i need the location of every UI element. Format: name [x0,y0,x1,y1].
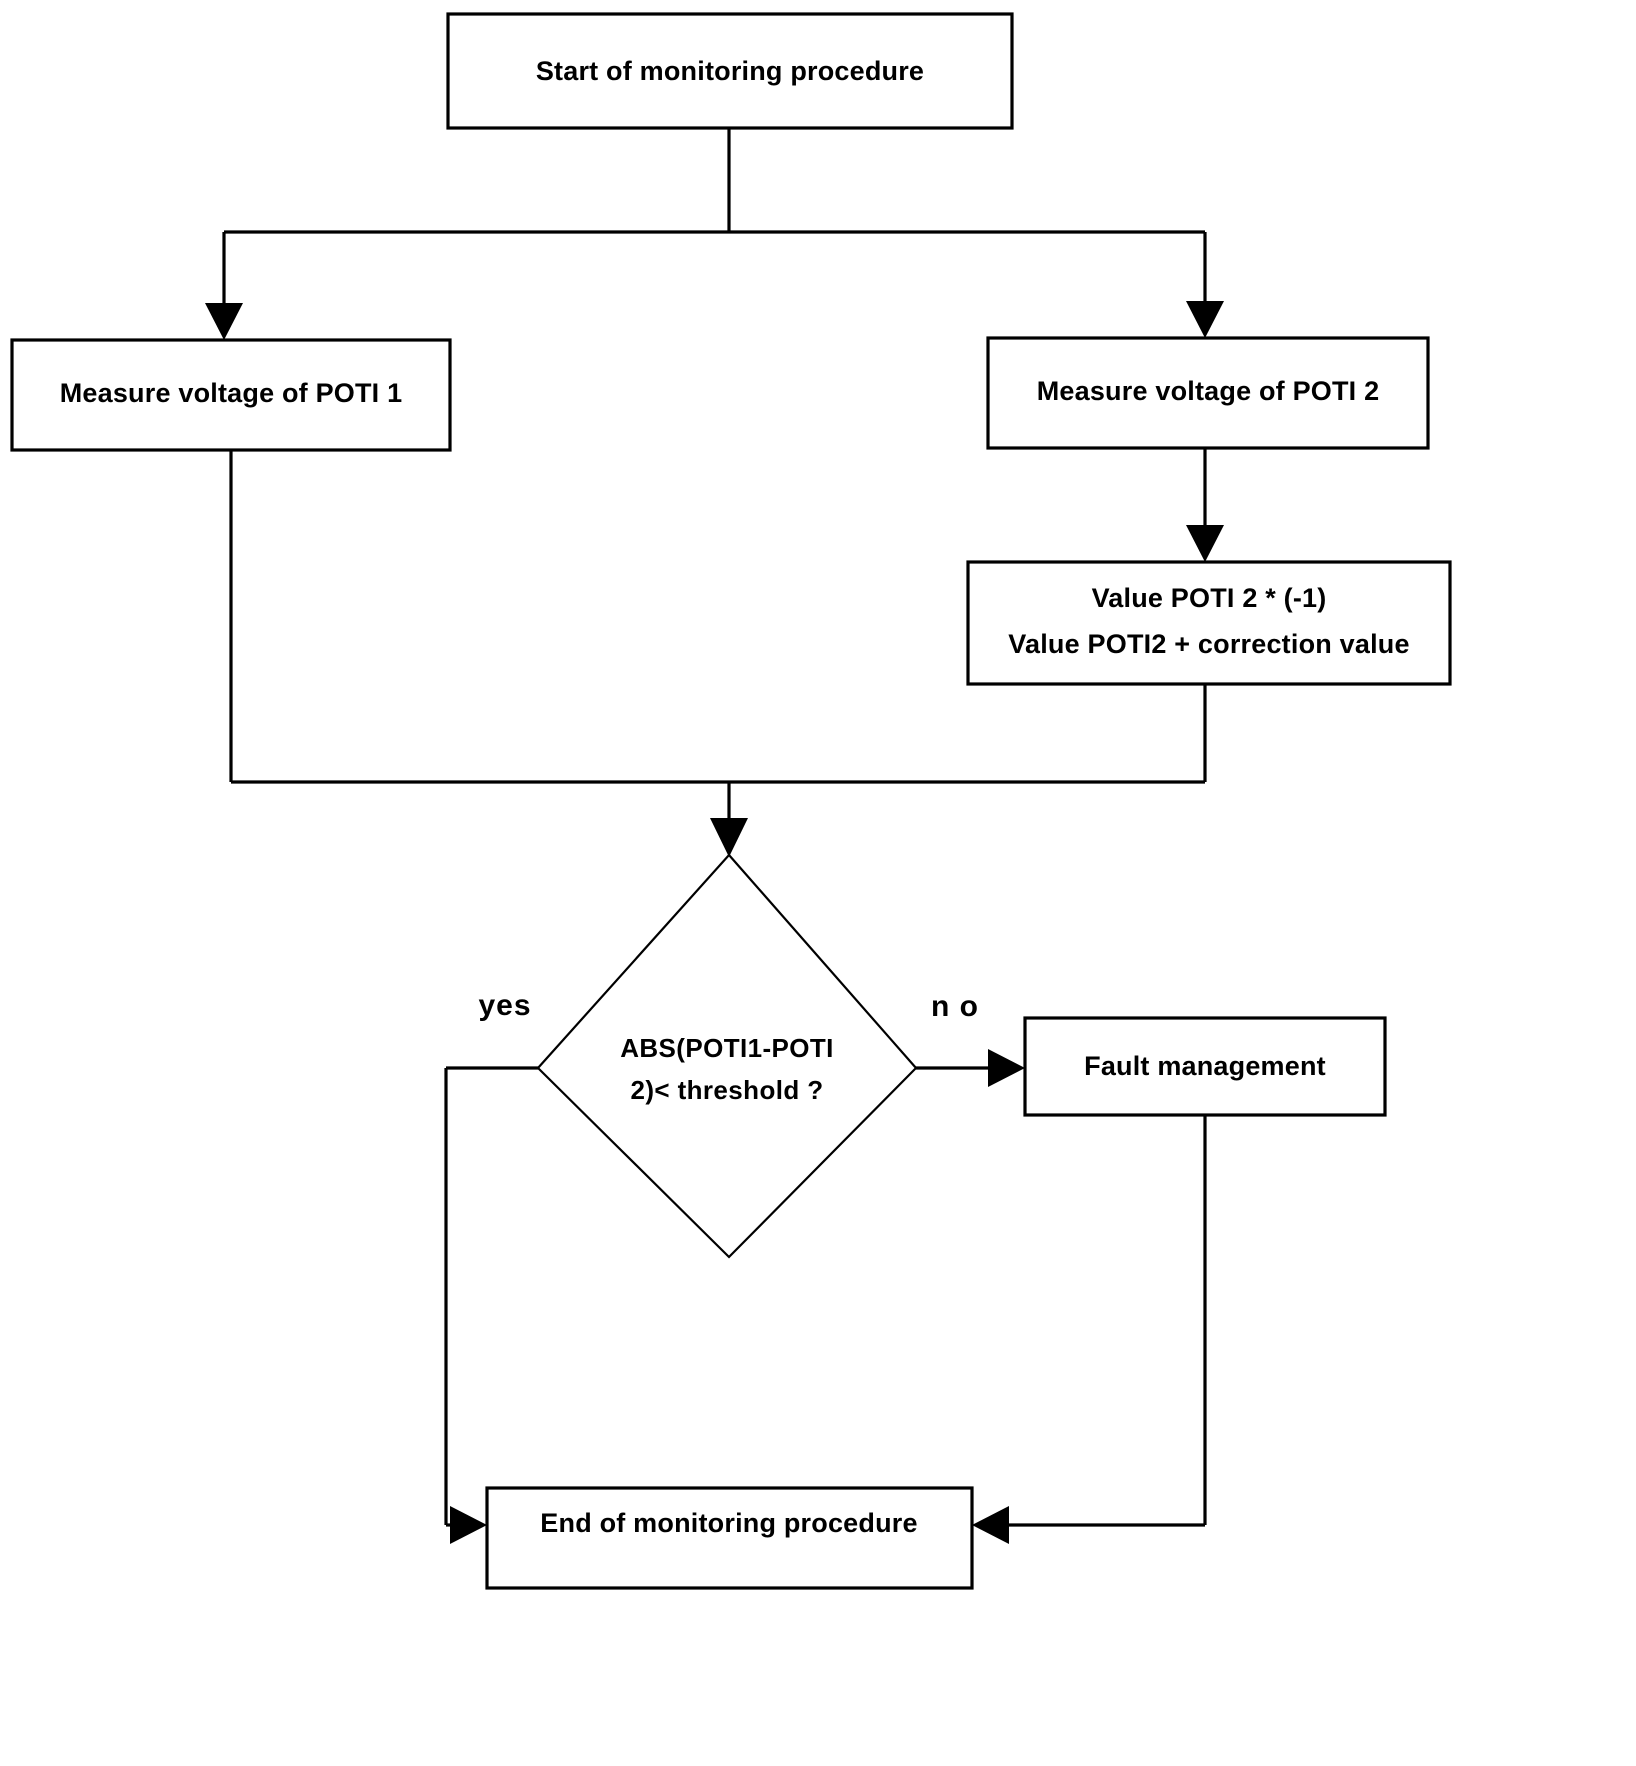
node-fault-management-label: Fault management [1084,1051,1326,1081]
node-start-label: Start of monitoring procedure [536,56,924,86]
node-decision-line2: 2)< threshold ? [630,1075,823,1105]
node-measure-poti2-label: Measure voltage of POTI 2 [1037,376,1380,406]
node-measure-poti1[interactable]: Measure voltage of POTI 1 [10,338,452,452]
node-decision-line1: ABS(POTI1-POTI [620,1033,834,1063]
node-correction-line1: Value POTI 2 * (-1) [1092,583,1327,613]
edge-split-to-measure-poti1 [205,232,243,340]
node-correction-line2: Value POTI2 + correction value [1008,629,1409,659]
edge-split-to-measure-poti2 [1186,232,1224,338]
node-start[interactable]: Start of monitoring procedure [446,12,1014,130]
node-fault-management[interactable]: Fault management [1023,1016,1387,1117]
edge-decision-no-to-fault [916,1049,1025,1087]
edge-measure-poti2-to-correction [1186,448,1224,562]
edge-label-yes: yes [478,989,531,1022]
edge-fault-to-end [972,1115,1207,1544]
edge-decision-yes-to-end [444,1066,538,1544]
edge-label-no: n o [931,990,979,1023]
node-measure-poti1-label: Measure voltage of POTI 1 [60,378,403,408]
node-end-label: End of monitoring procedure [540,1508,917,1538]
node-measure-poti2[interactable]: Measure voltage of POTI 2 [986,336,1430,450]
edge-merge-to-decision [710,782,748,857]
node-end[interactable]: End of monitoring procedure [485,1486,974,1590]
node-decision[interactable]: ABS(POTI1-POTI 2)< threshold ? [536,853,918,1259]
edge-start-to-split [224,128,1205,234]
node-correction[interactable]: Value POTI 2 * (-1) Value POTI2 + correc… [966,560,1452,686]
